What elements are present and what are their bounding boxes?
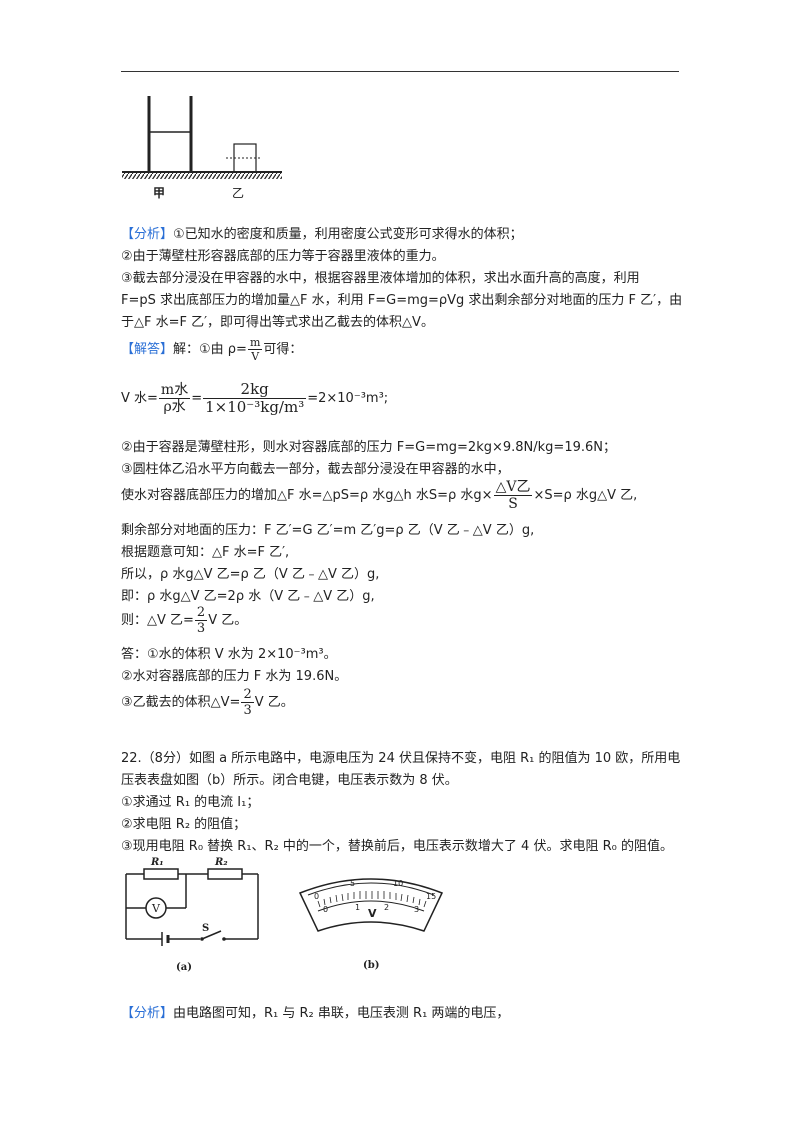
meter-top-5: 5 (350, 879, 356, 888)
answer-line1: 答：①水的体积 V 水为 2×10⁻³m³。 (121, 647, 337, 662)
frac-num: 2 (241, 687, 254, 703)
analysis2-text: 由电路图可知，R₁ 与 R₂ 串联，电压表测 R₁ 两端的电压， (173, 1006, 510, 1021)
analysis1-text1: ①已知水的密度和质量，利用密度公式变形可求得水的体积； (173, 227, 523, 242)
resistor-r2 (207, 868, 243, 880)
frac-num: m水 (158, 382, 191, 399)
answer3-b: V 乙。 (254, 695, 294, 710)
frac-den: 3 (243, 703, 252, 718)
solution1-line6: 根据题意可知：△F 水=F 乙′, (121, 545, 290, 560)
ground-hatch (122, 173, 282, 179)
circuit-diagram (125, 868, 259, 946)
equals: = (191, 391, 203, 406)
meter-bottom-2: 2 (384, 903, 390, 912)
header-rule (121, 71, 679, 72)
frac-den: ρ水 (163, 399, 186, 415)
frac-den: V (251, 350, 260, 363)
frac-num: 2 (194, 605, 208, 621)
analysis1-line3: ③截去部分浸没在甲容器的水中，根据容器里液体增加的体积，求出水面升高的高度，利用 (121, 271, 640, 286)
frac-num: △V乙 (493, 479, 533, 496)
problem22-line5: ③现用电阻 R₀ 替换 R₁、R₂ 中的一个，替换前后，电压表示数增大了 4 伏… (121, 839, 673, 854)
frac-num: m (247, 336, 263, 350)
pressure-increase-b: ×S=ρ 水g△V 乙, (533, 488, 638, 503)
solution1-line7: 所以，ρ 水g△V 乙=ρ 乙（V 乙﹣△V 乙）g, (121, 567, 380, 582)
label-yi: 乙 (232, 186, 245, 200)
answer-line2: ②水对容器底部的压力 F 水为 19.6N。 (121, 669, 348, 684)
meter-top-0: 0 (314, 892, 320, 901)
caption-a: (a) (176, 962, 192, 973)
analysis-tag: 【分析】 (121, 227, 174, 242)
meter-top-15: 15 (426, 892, 437, 901)
cylinder-yi (233, 143, 257, 173)
result-a: 则：△V 乙= (121, 613, 194, 628)
label-jia: 甲 (153, 186, 166, 200)
analysis1-line2: ②由于薄壁柱形容器底部的压力等于容器里液体的重力。 (121, 249, 445, 264)
solution1-line5: 剩余部分对地面的压力：F 乙′=G 乙′=m 乙′g=ρ 乙（V 乙﹣△V 乙）… (121, 523, 535, 538)
result-b: V 乙。 (208, 613, 248, 628)
analysis1-line4: F=pS 求出底部压力的增加量△F 水，利用 F=G=mg=ρVg 求出剩余部分… (121, 293, 683, 308)
problem22-line4: ②求电阻 R₂ 的阻值； (121, 817, 247, 832)
solution1-line2: ②由于容器是薄壁柱形，则水对容器底部的压力 F=G=mg=2kg×9.8N/kg… (121, 440, 616, 455)
answer3-a: ③乙截去的体积△V= (121, 695, 241, 710)
problem22-line3: ①求通过 R₁ 的电流 I₁； (121, 795, 260, 810)
label-r1: R₁ (151, 857, 164, 868)
label-s: S (202, 923, 210, 934)
voltmeter-dial (298, 878, 444, 932)
analysis1-line1: 【分析】①已知水的密度和质量，利用密度公式变形可求得水的体积； (121, 228, 523, 241)
frac-den: S (508, 496, 518, 512)
solution-intro-b: 可得： (263, 342, 303, 357)
dial-ticks (317, 891, 427, 908)
meter-bottom-0: 0 (323, 905, 329, 914)
frac-den: 3 (196, 621, 206, 636)
label-v: V (152, 902, 160, 915)
dial-outline (298, 878, 444, 932)
v-water-result: =2×10⁻³m³; (307, 391, 389, 406)
solution1-line8: 即：ρ 水g△V 乙=2ρ 水（V 乙﹣△V 乙）g, (121, 589, 375, 604)
meter-bottom-3: 3 (414, 905, 420, 914)
meter-top-10: 10 (393, 879, 404, 888)
frac-num: 2kg (203, 382, 307, 399)
container-figure (122, 96, 282, 179)
analysis2-line: 【分析】由电路图可知，R₁ 与 R₂ 串联，电压表测 R₁ 两端的电压， (121, 1007, 509, 1020)
resistor-r1 (143, 868, 179, 880)
analysis-tag: 【分析】 (121, 1006, 174, 1021)
meter-bottom-1: 1 (355, 903, 361, 912)
caption-b: (b) (363, 960, 380, 971)
pressure-increase-a: 使水对容器底部压力的增加△F 水=△pS=ρ 水g△h 水S=ρ 水g× (121, 488, 493, 503)
solution1-line3: ③圆柱体乙沿水平方向截去一部分，截去部分浸没在甲容器的水中， (121, 462, 510, 477)
switch-s (201, 930, 222, 940)
problem22-line1: 22.（8分）如图 a 所示电路中，电源电压为 24 伏且保持不变，电阻 R₁ … (121, 751, 681, 766)
problem22-line2: 压表表盘如图（b）所示。闭合电键，电压表示数为 8 伏。 (121, 773, 458, 788)
label-r2: R₂ (215, 857, 228, 868)
solution-intro-a: 解：①由 ρ= (173, 342, 247, 357)
analysis1-line5: 于△F 水=F 乙′，即可得出等式求出乙截去的体积△V。 (121, 315, 434, 330)
frac-den: 1×10⁻³kg/m³ (205, 398, 305, 416)
meter-v-label: V (368, 907, 377, 920)
solution-tag: 【解答】 (121, 342, 174, 357)
v-water-lhs: V 水= (121, 391, 158, 406)
